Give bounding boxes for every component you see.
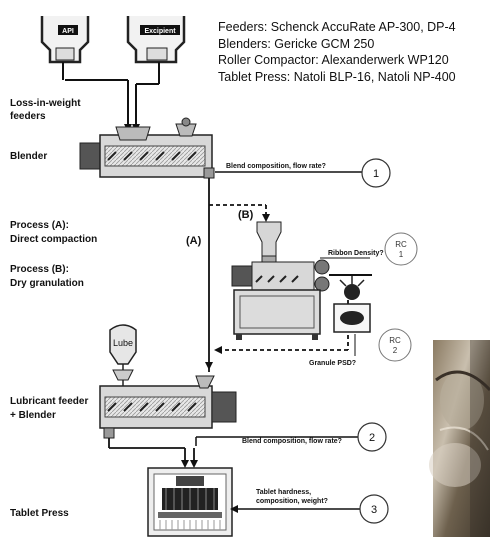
marker-rc2-label-1: RC: [389, 336, 401, 345]
marker-rc2: [379, 329, 411, 361]
lubricant-feeder-label-2: + Blender: [10, 410, 56, 421]
excipient-label: Excipient: [144, 28, 176, 35]
process-b-label-1: Process (B):: [10, 264, 69, 275]
path-b-label: (B): [238, 209, 254, 221]
marker-3-label: 3: [371, 504, 377, 516]
blender-label: Blender: [10, 151, 47, 162]
ribbon-density-annotation: Ribbon Density?: [328, 250, 384, 257]
lube-hopper: Lube: [110, 325, 136, 380]
excipient-hopper: Excipient: [128, 16, 184, 62]
blender-machine-2: [100, 376, 236, 438]
marker-1-label: 1: [373, 168, 379, 180]
marker-rc1-label-1: RC: [395, 240, 407, 249]
tablet-press-label: Tablet Press: [10, 508, 69, 519]
roller-compactor: [232, 222, 372, 340]
marker-rc1-label-2: 1: [399, 250, 404, 259]
blend-annotation-1: Blend composition, flow rate?: [226, 163, 326, 170]
process-a-label-1: Process (A):: [10, 220, 69, 231]
api-hopper: API: [42, 16, 88, 62]
tablet-annotation-1: Tablet hardness,: [256, 489, 311, 496]
granule-psd-annotation: Granule PSD?: [309, 360, 356, 367]
path-a-label: (A): [186, 235, 202, 247]
lube-label: Lube: [113, 338, 133, 348]
equipment-photo: [429, 340, 490, 537]
blender-machine-1: [80, 118, 214, 178]
lubricant-feeder-label-1: Lubricant feeder: [10, 396, 88, 407]
blend-annotation-2: Blend composition, flow rate?: [242, 438, 342, 445]
marker-2-label: 2: [369, 432, 375, 444]
loss-in-weight-label-2: feeders: [10, 111, 46, 122]
api-label: API: [62, 28, 74, 35]
tablet-press: [148, 468, 232, 536]
process-a-label-2: Direct compaction: [10, 234, 97, 245]
marker-rc2-label-2: 2: [393, 346, 398, 355]
tablet-annotation-2: composition, weight?: [256, 498, 328, 505]
loss-in-weight-label-1: Loss-in-weight: [10, 98, 81, 109]
marker-rc1: [385, 233, 417, 265]
process-b-label-2: Dry granulation: [10, 278, 84, 289]
